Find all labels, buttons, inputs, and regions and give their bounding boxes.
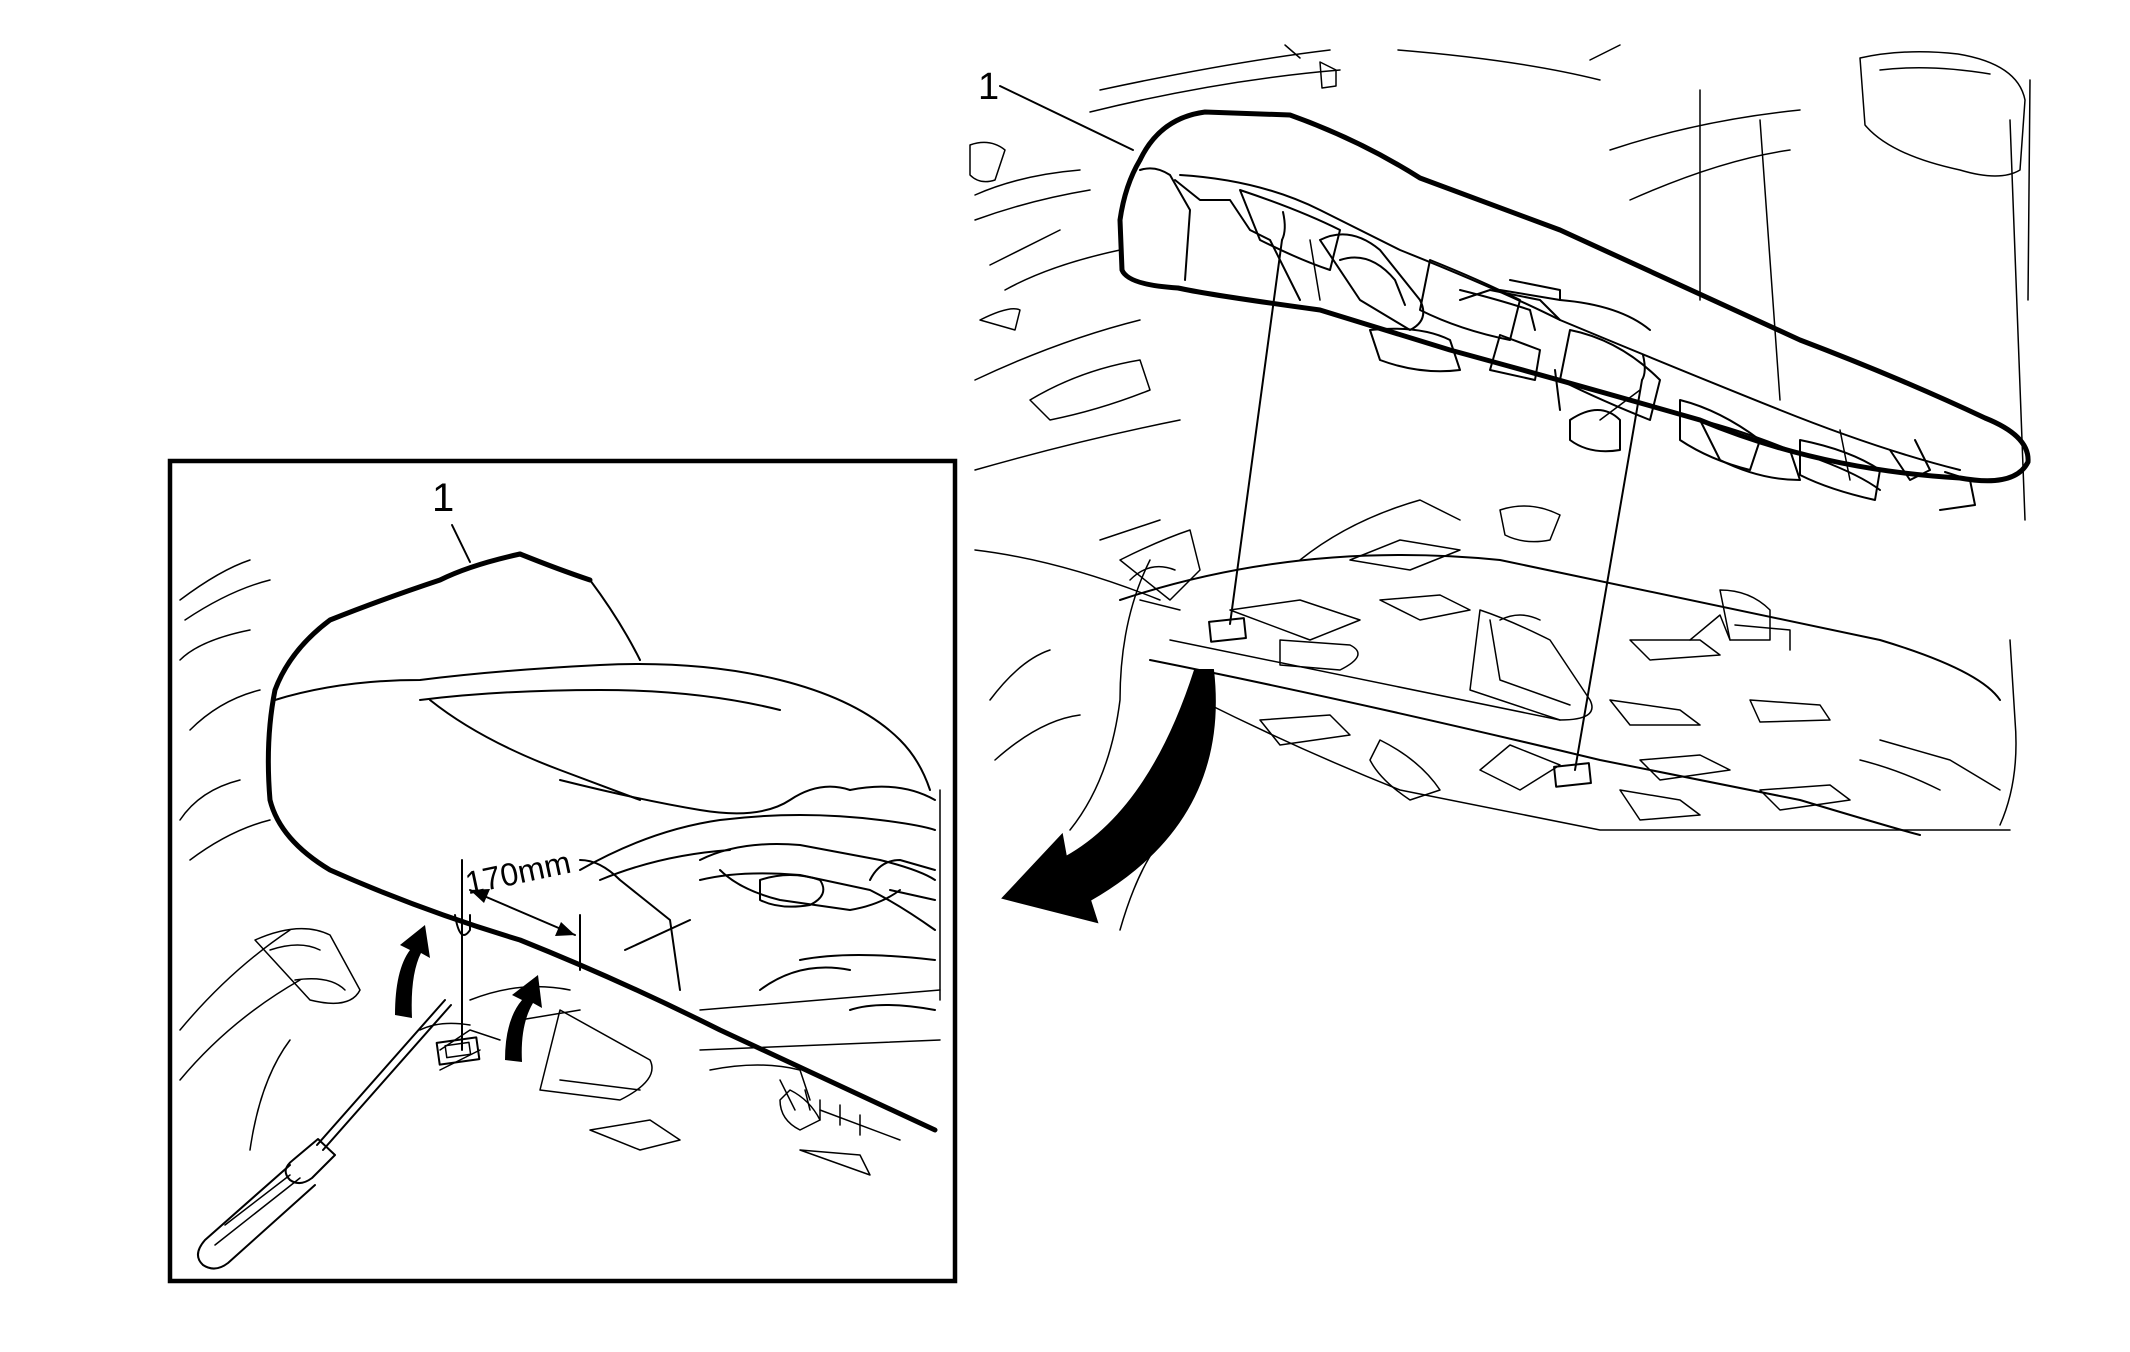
callout-number-inset: 1 xyxy=(432,476,455,520)
inset-frame xyxy=(167,458,958,1284)
inset-view xyxy=(167,458,958,1284)
screwdriver xyxy=(197,999,452,1270)
lift-arrows xyxy=(395,925,542,1062)
main-callout-leader xyxy=(999,85,1134,151)
callout-number-main: 1 xyxy=(978,66,1000,108)
seat-cushion-lifted xyxy=(1117,109,2031,511)
dimension-indicator xyxy=(461,859,581,971)
direction-arrow xyxy=(1001,669,1216,924)
inset-background-lines xyxy=(179,559,941,1176)
floor-pan xyxy=(1119,499,2011,836)
inset-seat-cushion xyxy=(265,551,938,1133)
inset-retainer xyxy=(419,914,481,1066)
vehicle-body-lines xyxy=(969,44,2031,931)
seat-retainer-guides xyxy=(1208,211,1646,788)
main-view xyxy=(969,44,2031,931)
inset-callout-leader xyxy=(451,524,471,563)
